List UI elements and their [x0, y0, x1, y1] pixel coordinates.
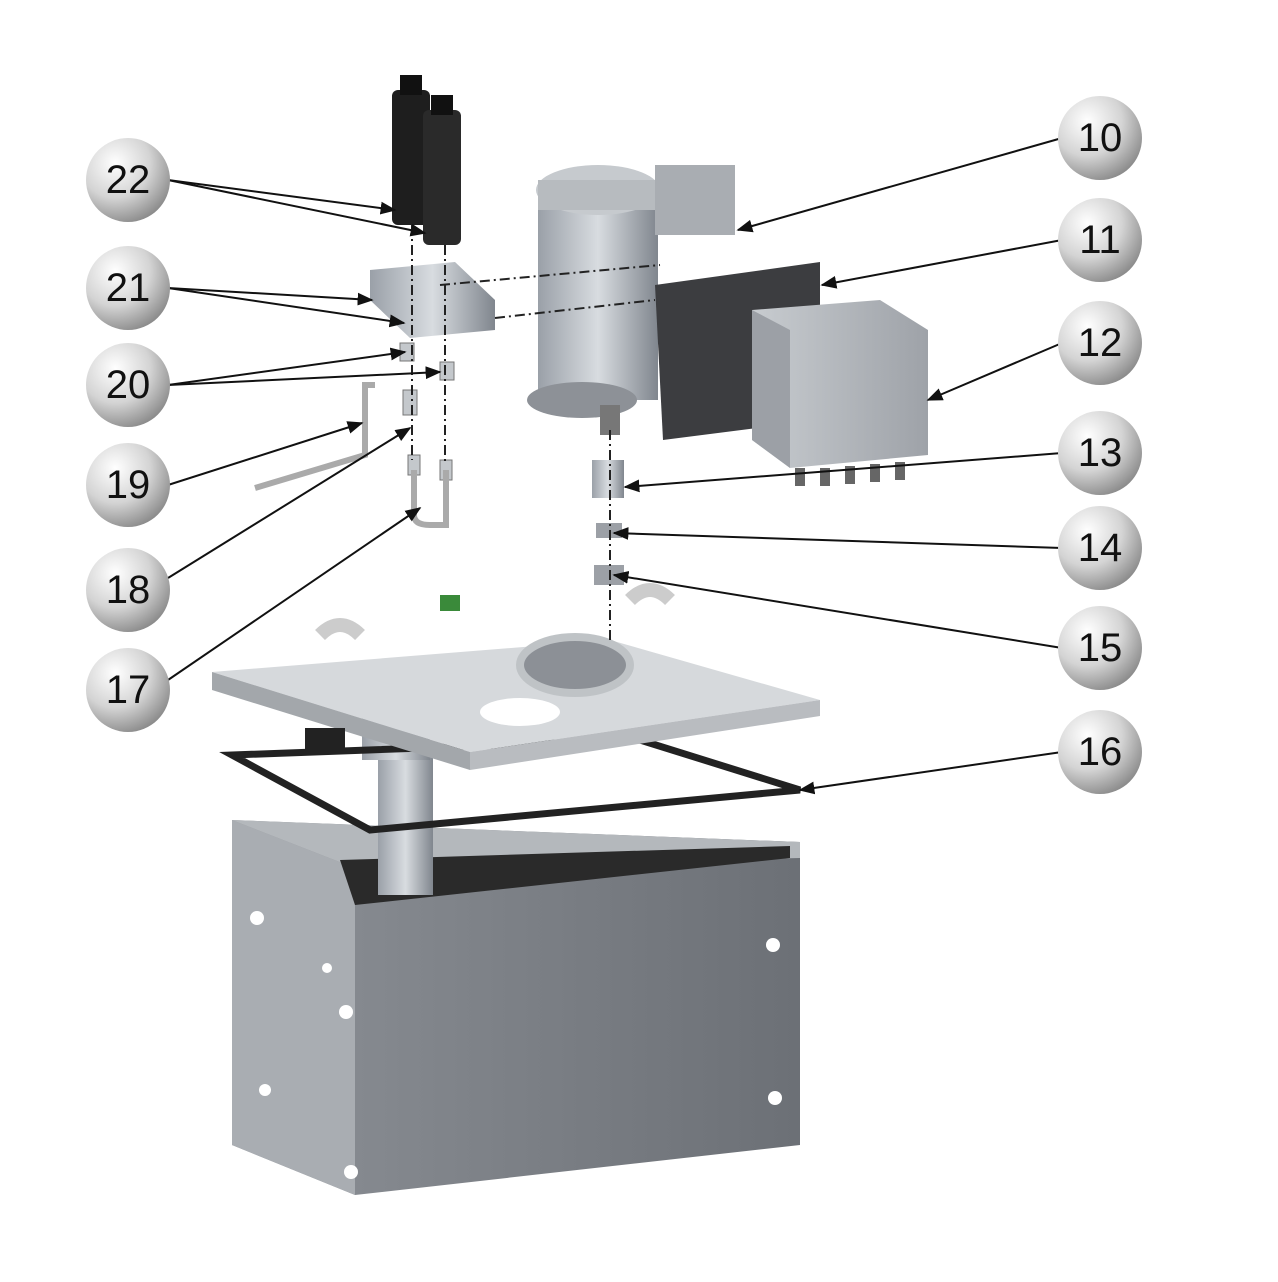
callout-number: 22 — [106, 158, 151, 202]
callout-19: 19 — [86, 443, 170, 527]
callout-15: 15 — [1058, 606, 1142, 690]
oil-tank — [232, 820, 800, 1195]
callout-number: 10 — [1078, 116, 1123, 160]
callout-number: 12 — [1078, 321, 1123, 365]
junction-box — [752, 300, 928, 486]
callout-number: 21 — [106, 266, 151, 310]
callout-number: 18 — [106, 568, 151, 612]
callout-17: 17 — [86, 648, 170, 732]
fittings-and-pipes — [254, 342, 455, 528]
electric-motor — [527, 165, 735, 435]
callout-number: 13 — [1078, 431, 1123, 475]
leader-lines — [167, 137, 1063, 795]
callout-number: 14 — [1078, 526, 1123, 570]
callout-number: 16 — [1078, 730, 1123, 774]
callout-number: 19 — [106, 463, 151, 507]
valve-manifold — [370, 262, 495, 338]
callout-12: 12 — [1058, 301, 1142, 385]
callout-14: 14 — [1058, 506, 1142, 590]
callout-21: 21 — [86, 246, 170, 330]
tank-lid-plate — [212, 583, 820, 770]
coupling-bell — [592, 460, 624, 498]
callout-10: 10 — [1058, 96, 1142, 180]
callout-number: 17 — [106, 668, 151, 712]
callout-16: 16 — [1058, 710, 1142, 794]
callout-13: 13 — [1058, 411, 1142, 495]
callout-number: 20 — [106, 363, 151, 407]
assembly-centerlines — [411, 225, 661, 640]
callout-number: 15 — [1078, 626, 1123, 670]
callout-18: 18 — [86, 548, 170, 632]
callout-22: 22 — [86, 138, 170, 222]
callout-11: 11 — [1058, 198, 1142, 282]
callout-number: 11 — [1079, 218, 1121, 262]
pressure-filters — [392, 75, 461, 245]
callout-20: 20 — [86, 343, 170, 427]
